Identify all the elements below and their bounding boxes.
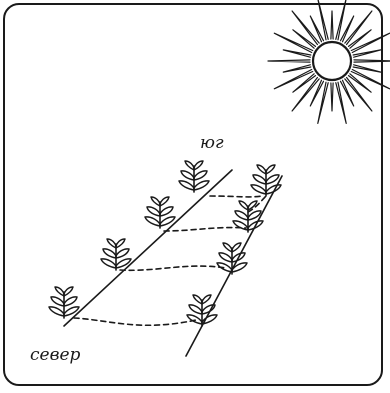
sun-ray (273, 32, 314, 54)
sun-ray (267, 59, 311, 63)
sun-ray (317, 0, 329, 41)
sun-ray (292, 73, 317, 93)
seedling-icon (144, 196, 176, 229)
sun-ray (347, 73, 372, 93)
seedling-icon (216, 242, 248, 275)
seedling-icon (178, 160, 210, 193)
sun-ray (291, 76, 320, 112)
row-line-left (63, 169, 233, 327)
sun-ray (273, 68, 314, 90)
sun-ray (352, 64, 382, 73)
sun-ray (350, 32, 390, 54)
sun-ray (291, 10, 320, 46)
sun-ray (353, 59, 390, 63)
sun-ray (317, 81, 329, 124)
shade-line (119, 265, 227, 272)
seedling-icon (48, 286, 80, 319)
sun-ray (339, 79, 355, 107)
sun-ray (335, 81, 347, 124)
sun-ray (339, 15, 355, 43)
shade-line (163, 226, 247, 232)
diagram-frame (3, 3, 383, 386)
sun-ray (335, 0, 347, 41)
sun-ray (350, 68, 390, 90)
shade-lines (73, 195, 267, 327)
sun-ray (330, 82, 334, 112)
sun-ray (282, 49, 312, 58)
shade-line (209, 195, 263, 198)
shade-line (73, 317, 197, 327)
label-north: север (30, 345, 81, 365)
sun-ray (352, 49, 382, 58)
sun-ray (347, 29, 372, 49)
sun-ray (292, 29, 317, 49)
sun-ray (330, 10, 334, 40)
sun-ray (344, 76, 373, 112)
sun-ray (282, 64, 312, 73)
plants-right-row (186, 164, 282, 327)
sun-ray (309, 15, 325, 43)
sun-ray (309, 79, 325, 107)
plants-left-row (48, 160, 210, 319)
sun-icon (267, 0, 390, 124)
seedling-icon (250, 164, 282, 197)
sun-ray (344, 10, 373, 46)
seedling-icon (100, 238, 132, 271)
label-south: юг (200, 133, 224, 153)
shade-line (247, 195, 267, 213)
